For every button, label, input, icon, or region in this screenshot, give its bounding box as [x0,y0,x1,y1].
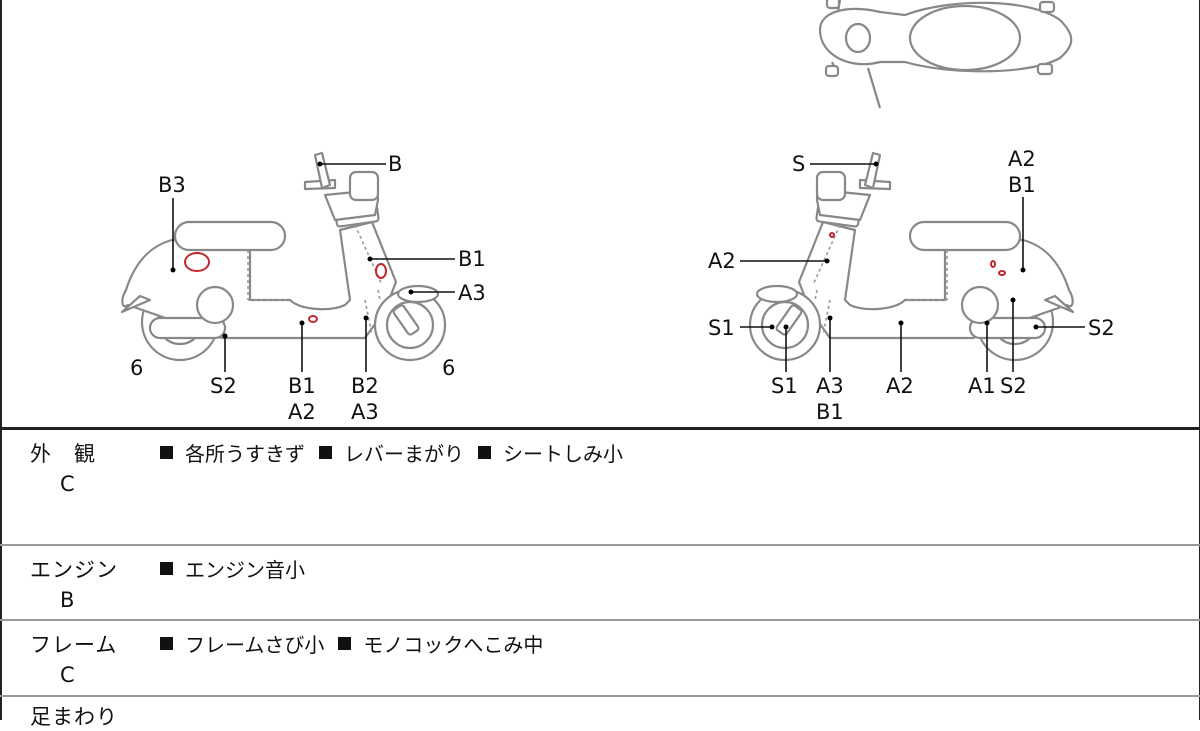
label-lower-1: B2 [351,374,379,398]
section-engine: エンジン B エンジン音小 [0,546,1200,621]
label-rear-axle: S2 [1000,374,1027,398]
section-exterior: 外 観 C 各所うすきず レバーまがり シートしみ小 [0,430,1200,546]
label-rear-tire: 6 [130,356,143,380]
bullet-square-icon [160,446,173,459]
grade-value: C [60,472,75,496]
category-label: フレーム [30,633,118,657]
category-label: 外 観 [30,442,96,466]
label-floor: A2 [886,374,914,398]
label-rear-body: B3 [158,173,186,197]
scooter-left-side-view: B B3 B1 A3 6 6 S2 B1 A2 B2 A3 [120,151,486,424]
remark-item: エンジン音小 [160,554,305,583]
bullet-square-icon [160,637,173,650]
remark-text: エンジン音小 [185,558,305,582]
label-floor-2: A2 [288,400,316,424]
label-front-fender: A3 [458,281,486,305]
label-floor-1: B1 [288,374,316,398]
label-handle: B [388,152,402,176]
section-frame: フレーム C フレームさび小 モノコックへこみ中 [0,621,1200,697]
label-front-wheel-bottom: S1 [771,374,798,398]
remark-item: 各所うすきず [160,438,305,467]
label-lower-1: A3 [816,374,844,398]
remark-text: フレームさび小 [185,633,325,657]
label-front-wheel: S1 [708,316,735,340]
grade-value: B [60,588,75,612]
label-engine: A1 [968,374,996,398]
remarks-list: エンジン音小 [160,554,305,583]
remark-item: レバーまがり [319,438,464,467]
remark-text: シートしみ小 [503,442,623,466]
damage-mark [184,252,210,272]
label-rear-1: A2 [1008,147,1036,171]
damage-mark [308,315,318,323]
label-leg-shield: B1 [458,247,486,271]
label-rear-hub: S2 [1088,316,1115,340]
damage-mark [998,270,1006,276]
remark-text: モノコックへこみ中 [363,633,544,657]
category-label: 足まわり [30,705,118,729]
remark-text: レバーまがり [344,442,464,466]
remark-text: 各所うすきず [185,442,305,466]
label-rear-2: B1 [1008,173,1036,197]
bullet-square-icon [160,562,173,575]
bullet-square-icon [338,637,352,650]
leader-lines [740,161,1085,372]
damage-mark [990,260,996,268]
label-muffler: S2 [210,374,237,398]
damage-mark [375,263,387,279]
section-suspension: 足まわり [0,697,1200,729]
grade-value: C [60,663,75,687]
remark-item: シートしみ小 [478,438,623,467]
section-divider [0,427,1200,430]
remark-item: モノコックへこみ中 [338,629,543,658]
bullet-square-icon [478,446,491,459]
category-label: エンジン [30,558,118,582]
damage-mark [829,232,835,238]
scooter-damage-diagram: B B3 B1 A3 6 6 S2 B1 A2 B2 A3 S A2 B1 [120,0,1115,424]
scooter-right-side-view: S A2 B1 A2 S1 S1 A3 B1 A2 A1 S2 S2 [708,147,1115,424]
label-handle: S [792,152,805,176]
label-shield: A2 [708,249,736,273]
label-lower-2: B1 [816,400,844,424]
remarks-list: フレームさび小 モノコックへこみ中 [160,629,543,658]
remark-item: フレームさび小 [160,629,324,658]
label-front-tire: 6 [442,356,455,380]
leader-lines [170,161,455,372]
label-lower-2: A3 [351,400,379,424]
bullet-square-icon [319,446,332,459]
scooter-top-view [818,0,1073,109]
remarks-list: 各所うすきず レバーまがり シートしみ小 [160,438,623,467]
